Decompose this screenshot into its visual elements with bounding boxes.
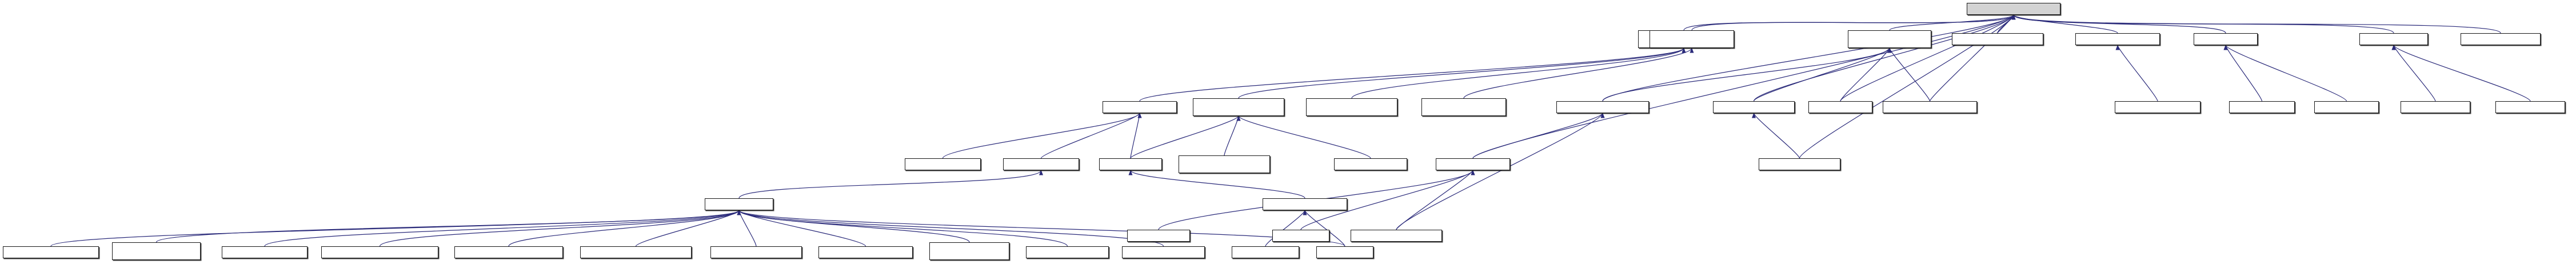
graph-edge [737,210,1345,247]
graph-edge [264,210,741,247]
graph-node[interactable] [1003,158,1079,170]
graph-edge [1753,14,2016,102]
graph-node[interactable] [112,242,201,260]
graph-edge [1752,113,1800,159]
graph-edge [1396,113,1605,230]
graph-edge [1130,113,1142,159]
graph-node[interactable] [1883,101,1977,113]
graph-node[interactable] [454,246,563,258]
graph-edge [2223,45,2263,102]
graph-edge [2391,45,2531,102]
graph-node[interactable] [818,246,913,258]
graph-node[interactable] [2461,33,2541,45]
graph-node[interactable] [1848,30,1931,48]
graph-node-root[interactable] [1967,3,2060,15]
graph-node[interactable] [1179,155,1270,173]
graph-edge [1139,47,1686,102]
graph-node[interactable] [1556,101,1649,113]
graph-edge [1128,170,1305,199]
graph-edge [1463,47,1694,99]
graph-edge [1396,170,1475,230]
graph-edge [2223,45,2347,102]
graph-node[interactable] [1127,230,1190,242]
graph-node[interactable] [929,242,1009,260]
graph-node[interactable] [1099,158,1162,170]
graph-node[interactable] [1272,230,1329,242]
graph-edge [1602,14,2016,102]
graph-edge [942,113,1142,159]
graph-node[interactable] [2075,33,2160,45]
graph-edge [2011,14,2226,34]
graph-edge [1238,47,1686,99]
graph-node[interactable] [222,246,307,258]
graph-node[interactable] [1713,101,1795,113]
graph-node[interactable] [2194,33,2258,45]
graph-node[interactable] [1232,246,1299,258]
graph-edge [1040,113,1142,159]
graph-edge [50,210,741,247]
graph-node[interactable] [2229,101,2295,113]
graph-edge [1840,14,2016,102]
graph-node[interactable] [1650,30,1734,48]
graph-edge [1753,47,1892,102]
graph-edge [2011,14,2118,34]
graph-node[interactable] [1026,246,1109,258]
graph-node[interactable] [1952,33,2043,45]
graph-edge [155,210,741,243]
graph-node[interactable] [1808,101,1872,113]
graph-node[interactable] [1351,230,1442,242]
graph-edge [1889,14,2016,31]
graph-edge [2011,14,2501,34]
graph-node[interactable] [1421,98,1506,116]
graph-node[interactable] [905,158,981,170]
graph-node[interactable] [2115,101,2200,113]
graph-node[interactable] [1122,246,1205,258]
graph-edge [1472,14,2016,159]
graph-edge [737,210,970,243]
graph-edge [2115,45,2158,102]
graph-edge [737,210,866,247]
graph-edge [1997,14,2016,34]
graph-node[interactable] [2495,101,2565,113]
graph-node[interactable] [1306,98,1397,116]
graph-edge [1236,115,1371,159]
graph-node[interactable] [3,246,99,258]
graph-node[interactable] [321,246,438,258]
graph-edge [1887,47,1931,102]
graph-node[interactable] [580,246,692,258]
graph-edge [1929,14,2016,102]
graph-edge [1683,14,2016,31]
graph-edge [508,210,741,247]
graph-node[interactable] [710,246,802,258]
graph-node[interactable] [1334,158,1407,170]
graph-edge [1691,14,2016,31]
graph-edge [1224,115,1241,156]
graph-edge [1840,47,1892,102]
graph-edge [379,210,741,247]
graph-edge [2011,14,2394,34]
graph-node[interactable] [2401,101,2470,113]
graph-edge [737,210,757,247]
graph-node[interactable] [1193,98,1284,116]
graph-edge [635,210,741,247]
graph-edge [737,210,1164,247]
graph-node[interactable] [1759,158,1840,170]
graph-edge [2391,45,2436,102]
graph-node[interactable] [1263,198,1347,210]
graph-edge [1351,47,1686,99]
graph-node[interactable] [2359,33,2428,45]
graph-node[interactable] [1316,246,1373,258]
graph-edge [1602,47,1892,102]
graph-edge [737,210,1068,247]
graph-edge [1130,115,1241,159]
graph-edge [1472,113,1605,159]
graph-node[interactable] [705,198,773,210]
graph-node[interactable] [2314,101,2379,113]
graph-node[interactable] [1103,101,1177,113]
graph-edge [738,170,1043,199]
graph-node[interactable] [1436,158,1510,170]
